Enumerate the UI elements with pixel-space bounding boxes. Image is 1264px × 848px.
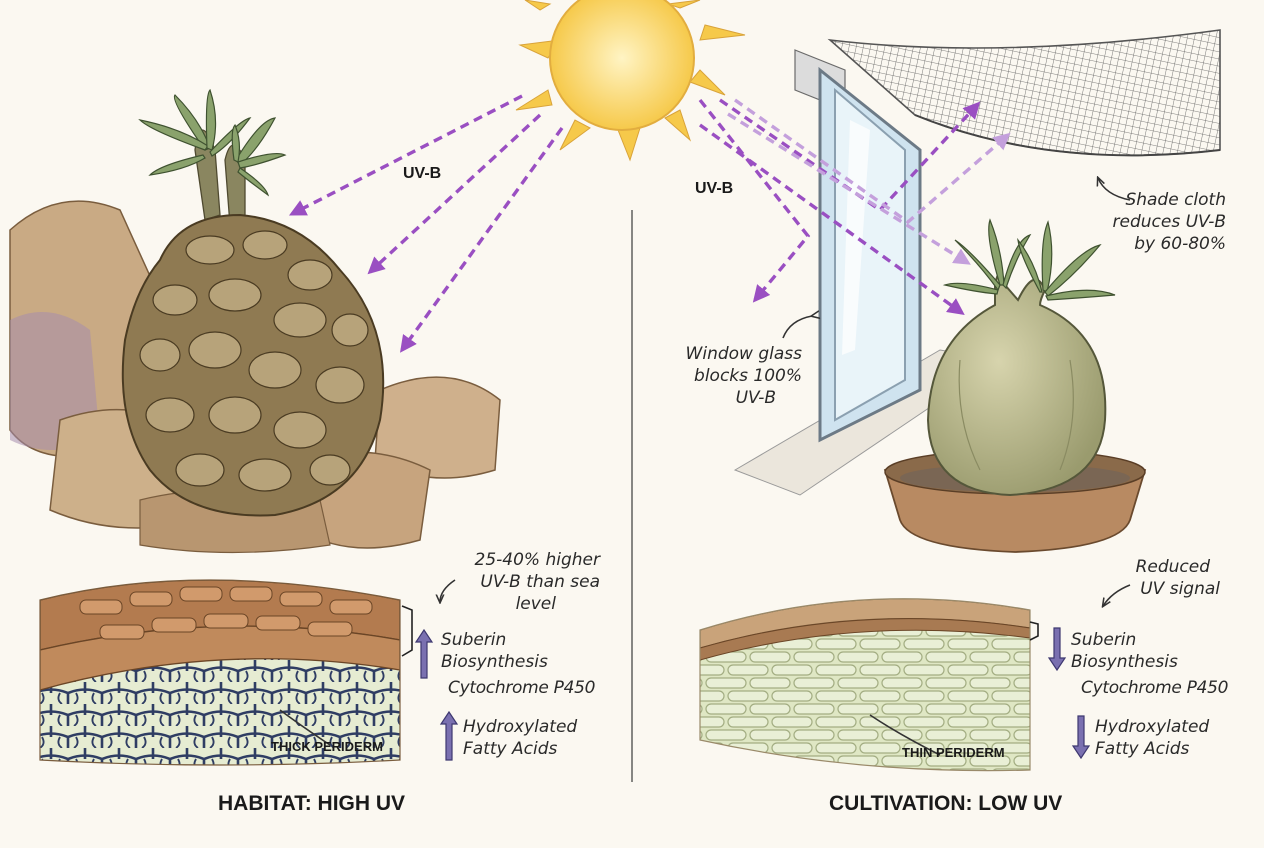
cultivation-suberin-label: Suberin Biosynthesis (1071, 629, 1178, 673)
window-glass-note: Window glass blocks 100% UV-B (680, 343, 802, 409)
cultivation-fatty-acids-line-2: Fatty Acids (1095, 739, 1190, 759)
habitat-rocks (9, 200, 501, 554)
curved-arrow-icon (1098, 178, 1131, 201)
shade-cloth-note-line-1: Shade cloth (1125, 190, 1226, 210)
reduced-signal-note: Reduced UV signal (1126, 556, 1220, 600)
cultivation-title: CULTIVATION: LOW UV (829, 792, 1063, 815)
altitude-note-line-1: 25-40% higher (474, 550, 600, 570)
window-glass-note-line-3: UV-B (735, 388, 776, 408)
window-glass-note-line-2: blocks 100% (694, 366, 802, 386)
habitat-caudex (121, 88, 385, 517)
habitat-suberin-line-1: Suberin (441, 630, 507, 650)
shade-cloth-note-line-3: by 60-80% (1134, 234, 1226, 254)
curved-arrow-icon (279, 709, 331, 746)
shade-cloth-note-line-2: reduces UV-B (1112, 212, 1226, 232)
down-arrow-icon (1047, 627, 1067, 672)
habitat-fatty-acids-line-2: Fatty Acids (463, 739, 558, 759)
cultivation-suberin-line-1: Suberin (1071, 630, 1137, 650)
cultivation-fatty-acids-line-1: Hydroxylated (1095, 717, 1210, 737)
habitat-fatty-acids-label: Hydroxylated Fatty Acids (463, 716, 577, 760)
cultivation-suberin-line-2: Biosynthesis (1071, 652, 1178, 672)
altitude-note-line-2: UV-B than sea (480, 572, 600, 592)
thick-periderm-section (39, 579, 413, 766)
cultivation-uvb-label: UV-B (695, 180, 734, 197)
thin-periderm-label: THIN PERIDERM (902, 745, 1005, 760)
thin-periderm-section (699, 598, 1039, 772)
curved-arrow-icon (782, 316, 812, 339)
habitat-uvb-label: UV-B (403, 165, 442, 182)
habitat-uv-rays (288, 94, 564, 353)
window-glass-note-line-1: Window glass (685, 344, 802, 364)
altitude-note-line-3: level (515, 594, 556, 614)
up-arrow-icon (439, 710, 459, 761)
reduced-signal-line-2: UV signal (1140, 579, 1220, 599)
thick-periderm-label: THICK PERIDERM (271, 739, 383, 754)
up-arrow-icon (414, 628, 434, 679)
curved-arrow-icon (440, 579, 456, 602)
shade-cloth-note: Shade cloth reduces UV-B by 60-80% (1106, 189, 1226, 255)
habitat-title: HABITAT: HIGH UV (218, 792, 406, 815)
habitat-suberin-line-2: Biosynthesis (441, 652, 548, 672)
reduced-signal-line-1: Reduced (1135, 557, 1210, 577)
cultivation-fatty-acids-label: Hydroxylated Fatty Acids (1095, 716, 1209, 760)
habitat-fatty-acids-line-1: Hydroxylated (463, 717, 578, 737)
cultivation-cytochrome-label: Cytochrome P450 (1081, 678, 1229, 698)
curved-arrow-icon (1103, 584, 1131, 606)
cultivation-uv-rays (698, 98, 1011, 315)
sun-icon (515, 0, 746, 162)
habitat-cytochrome-label: Cytochrome P450 (448, 678, 596, 698)
down-arrow-icon (1071, 715, 1091, 760)
altitude-note: 25-40% higher UV-B than sea level (466, 549, 600, 615)
window-and-shade (733, 29, 1221, 496)
cultivated-caudex (883, 218, 1147, 553)
habitat-suberin-label: Suberin Biosynthesis (441, 629, 548, 673)
